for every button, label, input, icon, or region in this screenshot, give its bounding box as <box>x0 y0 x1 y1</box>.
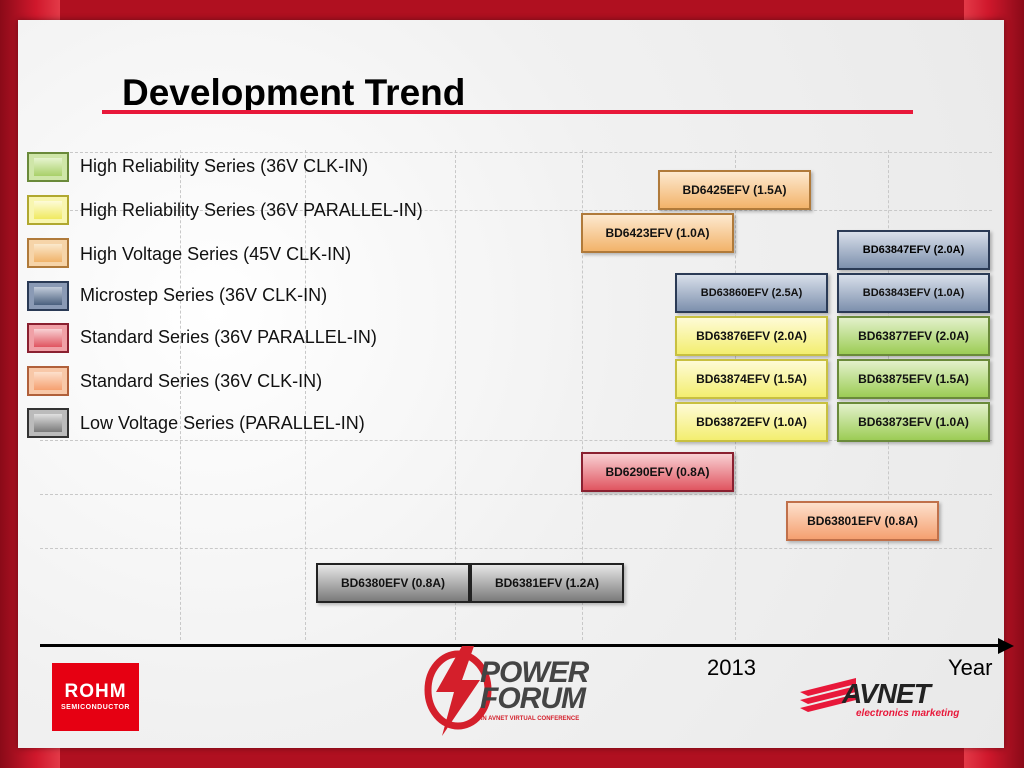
slide-title: Development Trend <box>122 72 466 113</box>
lightning-bolt-icon <box>424 646 492 736</box>
part-bd6380efv: BD6380EFV (0.8A) <box>316 563 470 603</box>
avnet-sub: electronics marketing <box>856 708 960 719</box>
legend-label: High Reliability Series (36V PARALLEL-IN… <box>80 200 423 220</box>
grid-line <box>40 152 992 153</box>
legend-label: High Reliability Series (36V CLK-IN) <box>80 156 369 176</box>
legend-swatch-high-reliability-clk <box>27 152 69 182</box>
legend-swatch-high-voltage <box>27 238 69 268</box>
grid-line <box>455 150 456 640</box>
grid-line <box>305 150 306 640</box>
power-forum-line2: FORUM <box>480 682 586 715</box>
legend-swatch-low-voltage <box>27 408 69 438</box>
part-bd63860efv: BD63860EFV (2.5A) <box>675 273 828 313</box>
axis-label: Year <box>948 655 993 680</box>
legend-swatch-microstep <box>27 281 69 311</box>
part-bd63875efv: BD63875EFV (1.5A) <box>837 359 990 399</box>
legend-swatch-high-reliability-parallel <box>27 195 69 225</box>
part-bd63801efv: BD63801EFV (0.8A) <box>786 501 939 541</box>
rohm-brand: ROHM <box>64 681 127 702</box>
part-bd6381efv: BD6381EFV (1.2A) <box>470 563 624 603</box>
avnet-mark-icon <box>800 678 856 712</box>
part-bd63877efv: BD63877EFV (2.0A) <box>837 316 990 356</box>
avnet-brand: AVNET <box>842 678 931 709</box>
timeline-axis <box>40 644 1000 647</box>
power-forum-logo: POWER FORUM AN AVNET VIRTUAL CONFERENCE <box>422 640 602 740</box>
rohm-sub: SEMICONDUCTOR <box>61 704 130 711</box>
legend-swatch-standard-clk <box>27 366 69 396</box>
avnet-logo: AVNET electronics marketing <box>798 674 968 724</box>
part-bd6423efv: BD6423EFV (1.0A) <box>581 213 734 253</box>
grid-line <box>180 150 181 640</box>
arrowhead-icon <box>998 638 1014 654</box>
rohm-logo: ROHM SEMICONDUCTOR <box>52 663 139 731</box>
legend-label: High Voltage Series (45V CLK-IN) <box>80 244 352 264</box>
part-bd63876efv: BD63876EFV (2.0A) <box>675 316 828 356</box>
part-bd63873efv: BD63873EFV (1.0A) <box>837 402 990 442</box>
legend-swatch-standard-parallel <box>27 323 69 353</box>
part-bd63847efv: BD63847EFV (2.0A) <box>837 230 990 270</box>
legend-label: Standard Series (36V CLK-IN) <box>80 371 323 391</box>
grid-line <box>582 150 583 640</box>
grid-line <box>40 210 992 211</box>
grid-line <box>40 548 992 549</box>
power-forum-line1: POWER <box>480 656 589 689</box>
grid-line <box>40 494 992 495</box>
legend-label: Standard Series (36V PARALLEL-IN) <box>80 327 377 347</box>
part-bd6290efv: BD6290EFV (0.8A) <box>581 452 734 492</box>
legend-label: Microstep Series (36V CLK-IN) <box>80 285 328 305</box>
legend-label: Low Voltage Series (PARALLEL-IN) <box>80 413 365 433</box>
axis-year-tick: 2013 <box>707 655 756 680</box>
title-underline <box>102 110 913 114</box>
part-bd63874efv: BD63874EFV (1.5A) <box>675 359 828 399</box>
part-bd63872efv: BD63872EFV (1.0A) <box>675 402 828 442</box>
part-bd63843efv: BD63843EFV (1.0A) <box>837 273 990 313</box>
grid-line <box>40 440 992 441</box>
part-bd6425efv: BD6425EFV (1.5A) <box>658 170 811 210</box>
power-forum-tagline: AN AVNET VIRTUAL CONFERENCE <box>478 716 580 722</box>
